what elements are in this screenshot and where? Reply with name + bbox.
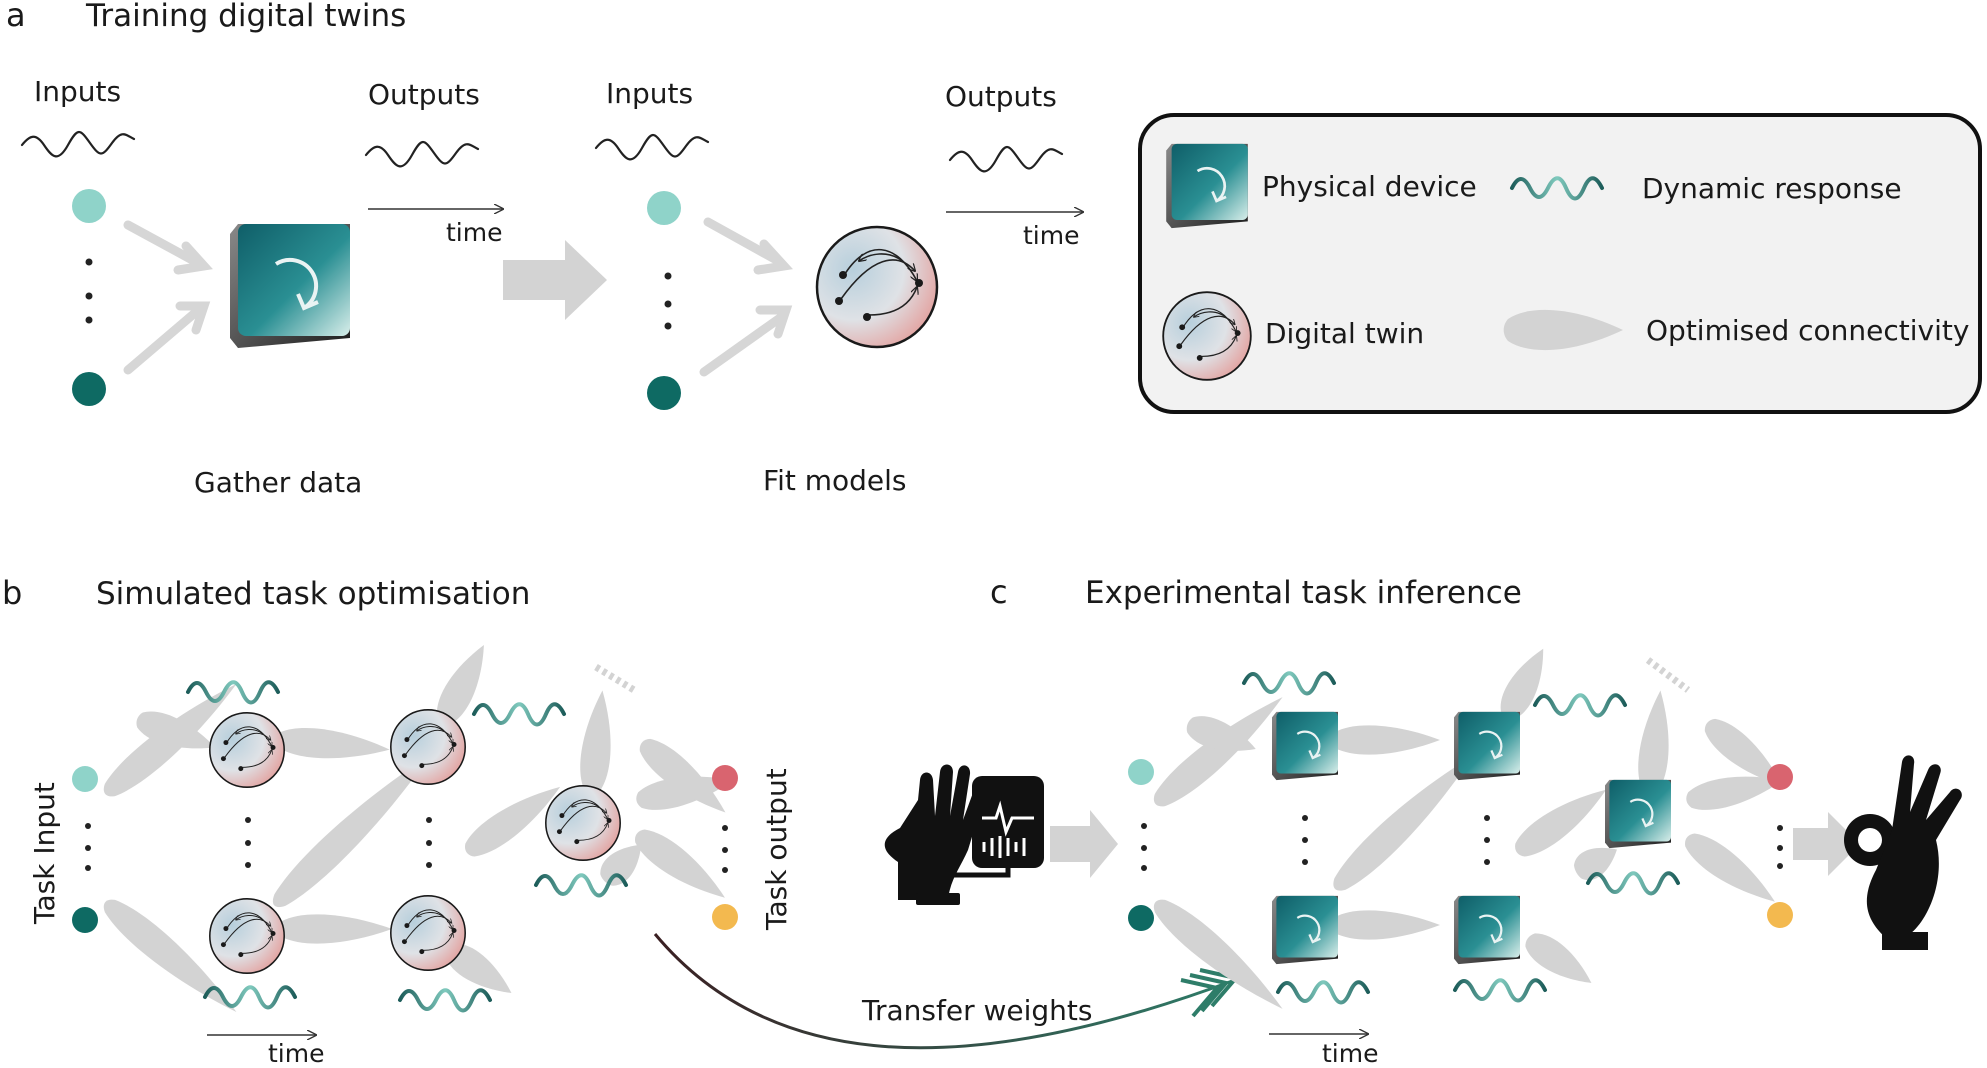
wave-c-4 xyxy=(1276,980,1370,1005)
c-input-node-top xyxy=(1128,759,1154,785)
ellipsis-dots-2 xyxy=(664,272,672,330)
c-output-node-bottom xyxy=(1767,902,1793,928)
output-signal-wave-icon-2 xyxy=(948,145,1064,173)
twin-b-5 xyxy=(546,786,620,860)
legend-physical-device: Physical device xyxy=(1262,170,1477,203)
outputs-label-1: Outputs xyxy=(368,78,480,111)
legend-twin-icon xyxy=(1163,292,1251,380)
transfer-weights-label: Transfer weights xyxy=(861,994,1092,1027)
time-label-2: time xyxy=(1023,221,1079,250)
panel-a: a Training digital twins Inputs Outputs … xyxy=(6,0,1083,499)
b-hidden-dots xyxy=(245,817,432,868)
task-output-node-top xyxy=(712,765,738,791)
outputs-label-2: Outputs xyxy=(945,80,1057,113)
panel-c-letter: c xyxy=(990,573,1008,611)
twin-b-3 xyxy=(391,710,465,784)
wave-b-2 xyxy=(472,702,566,727)
panel-b-title: Simulated task optimisation xyxy=(96,576,530,612)
wave-c-3 xyxy=(1586,871,1680,896)
panel-a-title: Training digital twins xyxy=(85,0,406,34)
b-output-dots xyxy=(722,825,728,873)
panel-c-title: Experimental task inference xyxy=(1085,575,1522,611)
legend: Physical device Dynamic response Digital… xyxy=(1138,113,1982,414)
wave-c-5 xyxy=(1453,978,1547,1003)
task-output-node-bottom xyxy=(712,904,738,930)
twin-b-1 xyxy=(210,713,284,787)
step-fit-models: Fit models xyxy=(763,464,907,497)
c-input-node-bottom xyxy=(1128,905,1154,931)
device-c-5 xyxy=(1603,778,1673,850)
inputs-label-2: Inputs xyxy=(606,77,693,110)
input-node-top-2 xyxy=(647,191,681,225)
b-input-dots xyxy=(85,823,91,871)
legend-optimised-connectivity: Optimised connectivity xyxy=(1646,314,1969,347)
inputs-label-1: Inputs xyxy=(34,75,121,108)
wave-b-5 xyxy=(398,988,492,1013)
task-input-label: Task Input xyxy=(28,782,61,925)
twin-b-2 xyxy=(210,899,284,973)
panel-b: b Simulated task optimisation Task Input xyxy=(2,574,793,1068)
ok-hand-icon xyxy=(1844,755,1962,950)
device-c-1 xyxy=(1270,710,1340,782)
input-node-bottom-2 xyxy=(647,376,681,410)
c-time-label: time xyxy=(1322,1039,1378,1064)
panel-c-connections xyxy=(1145,641,1793,1021)
c-input-dots xyxy=(1141,823,1147,871)
device-c-4 xyxy=(1452,894,1522,966)
transfer-weights-arrow xyxy=(653,933,1240,1050)
input-arrows-2 xyxy=(699,217,793,377)
legend-box xyxy=(1138,113,1982,414)
c-output-arrow xyxy=(1793,812,1860,876)
legend-digital-twin: Digital twin xyxy=(1265,317,1424,350)
wave-c-1 xyxy=(1242,671,1336,696)
time-label-1: time xyxy=(446,218,502,247)
device-c-2 xyxy=(1270,894,1340,966)
input-arrows xyxy=(123,220,213,375)
input-signal-wave-icon xyxy=(20,130,136,158)
task-input-node-top xyxy=(72,766,98,792)
ellipsis-dots xyxy=(85,258,93,324)
c-output-dots xyxy=(1777,825,1783,869)
c-hidden-dots xyxy=(1302,815,1490,865)
hand-sensor-icon xyxy=(884,764,1044,905)
panel-c: c Experimental task inference xyxy=(884,573,1962,1068)
device-c-3 xyxy=(1452,710,1522,782)
digital-twin-icon xyxy=(817,227,937,347)
c-input-arrow xyxy=(1050,810,1118,878)
step-gather-data: Gather data xyxy=(194,466,362,499)
panel-a-letter: a xyxy=(6,0,26,34)
output-signal-wave-icon xyxy=(364,140,480,168)
task-input-node-bottom xyxy=(72,907,98,933)
physical-device-icon xyxy=(228,222,352,350)
legend-dynamic-response: Dynamic response xyxy=(1642,172,1902,205)
input-node-bottom xyxy=(72,372,106,406)
wave-c-2 xyxy=(1533,693,1627,718)
wave-b-1 xyxy=(186,680,280,705)
process-arrow-icon xyxy=(503,240,607,320)
b-time-label: time xyxy=(268,1039,324,1064)
twin-b-4 xyxy=(391,896,465,970)
input-signal-wave-icon-2 xyxy=(594,133,710,161)
c-output-node-top xyxy=(1767,764,1793,790)
task-output-label: Task output xyxy=(760,768,793,931)
legend-device-icon xyxy=(1164,142,1250,230)
input-node-top xyxy=(72,189,106,223)
panel-b-letter: b xyxy=(2,574,22,612)
